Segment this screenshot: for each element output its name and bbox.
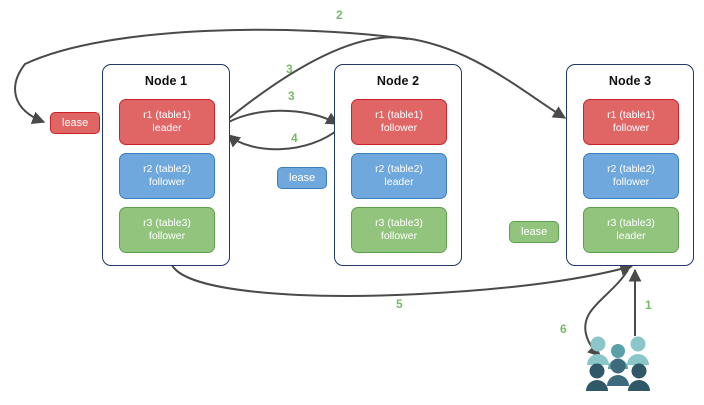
replica-role-label: follower (148, 230, 186, 242)
replica-role-label: follower (148, 176, 186, 188)
replica-role-label: leader (384, 176, 414, 188)
arrow-step-3-to-node2 (221, 109, 340, 127)
lease-badge-r3[interactable]: lease (509, 221, 560, 243)
lease-label: lease (62, 117, 89, 129)
replica-role-label: leader (152, 122, 182, 134)
replica-range-label: r2 (table2) (607, 163, 655, 175)
arrow-step-6 (584, 269, 629, 357)
replica-n2r3[interactable]: r3 (table3) follower (351, 207, 447, 253)
replica-n3r1[interactable]: r1 (table1) follower (583, 99, 679, 145)
replica-range-label: r1 (table1) (607, 109, 655, 121)
replica-n2r2[interactable]: r2 (table2) leader (351, 153, 447, 199)
arrow-step-2 (14, 28, 409, 124)
replica-n3r3[interactable]: r3 (table3) leader (583, 207, 679, 253)
step-label-1: 1 (645, 298, 652, 312)
replica-role-label: follower (612, 176, 650, 188)
lease-badge-r1[interactable]: lease (50, 112, 101, 134)
node-title: Node 1 (144, 74, 188, 88)
users-group-icon (586, 336, 650, 391)
replica-role-label: leader (616, 230, 646, 242)
node-card-node2[interactable]: Node 2 r1 (table1) follower r2 (table2) … (334, 64, 462, 266)
node-title: Node 3 (608, 74, 652, 88)
replica-n1r2[interactable]: r2 (table2) follower (119, 153, 215, 199)
node-card-node1[interactable]: Node 1 r1 (table1) leader r2 (table2) fo… (102, 64, 230, 266)
replica-role-label: follower (380, 122, 418, 134)
replica-n1r3[interactable]: r3 (table3) follower (119, 207, 215, 253)
lease-badge-r2[interactable]: lease (277, 167, 328, 189)
replica-n3r2[interactable]: r2 (table2) follower (583, 153, 679, 199)
node-card-node3[interactable]: Node 3 r1 (table1) follower r2 (table2) … (566, 64, 694, 266)
lease-label: lease (521, 226, 548, 238)
lease-label: lease (289, 172, 316, 184)
replica-range-label: r2 (table2) (375, 163, 423, 175)
replica-role-label: follower (380, 230, 418, 242)
replica-range-label: r3 (table3) (375, 217, 423, 229)
replica-role-label: follower (612, 122, 650, 134)
step-label-5: 5 (396, 297, 403, 311)
replica-range-label: r3 (table3) (607, 217, 655, 229)
replica-range-label: r3 (table3) (143, 217, 191, 229)
arrow-step-4 (227, 127, 341, 151)
step-label-4: 4 (291, 131, 298, 145)
replica-range-label: r2 (table2) (143, 163, 191, 175)
replica-range-label: r1 (table1) (375, 109, 423, 121)
replica-n1r1[interactable]: r1 (table1) leader (119, 99, 215, 145)
step-label-3b: 3 (288, 89, 295, 103)
step-label-3a: 3 (286, 62, 293, 76)
step-label-2: 2 (336, 8, 343, 22)
step-label-6: 6 (560, 322, 567, 336)
replica-range-label: r1 (table1) (143, 109, 191, 121)
arrow-step-5 (171, 262, 634, 297)
replica-n2r1[interactable]: r1 (table1) follower (351, 99, 447, 145)
arrow-step-3-to-node3 (221, 36, 567, 125)
node-title: Node 2 (376, 74, 420, 88)
